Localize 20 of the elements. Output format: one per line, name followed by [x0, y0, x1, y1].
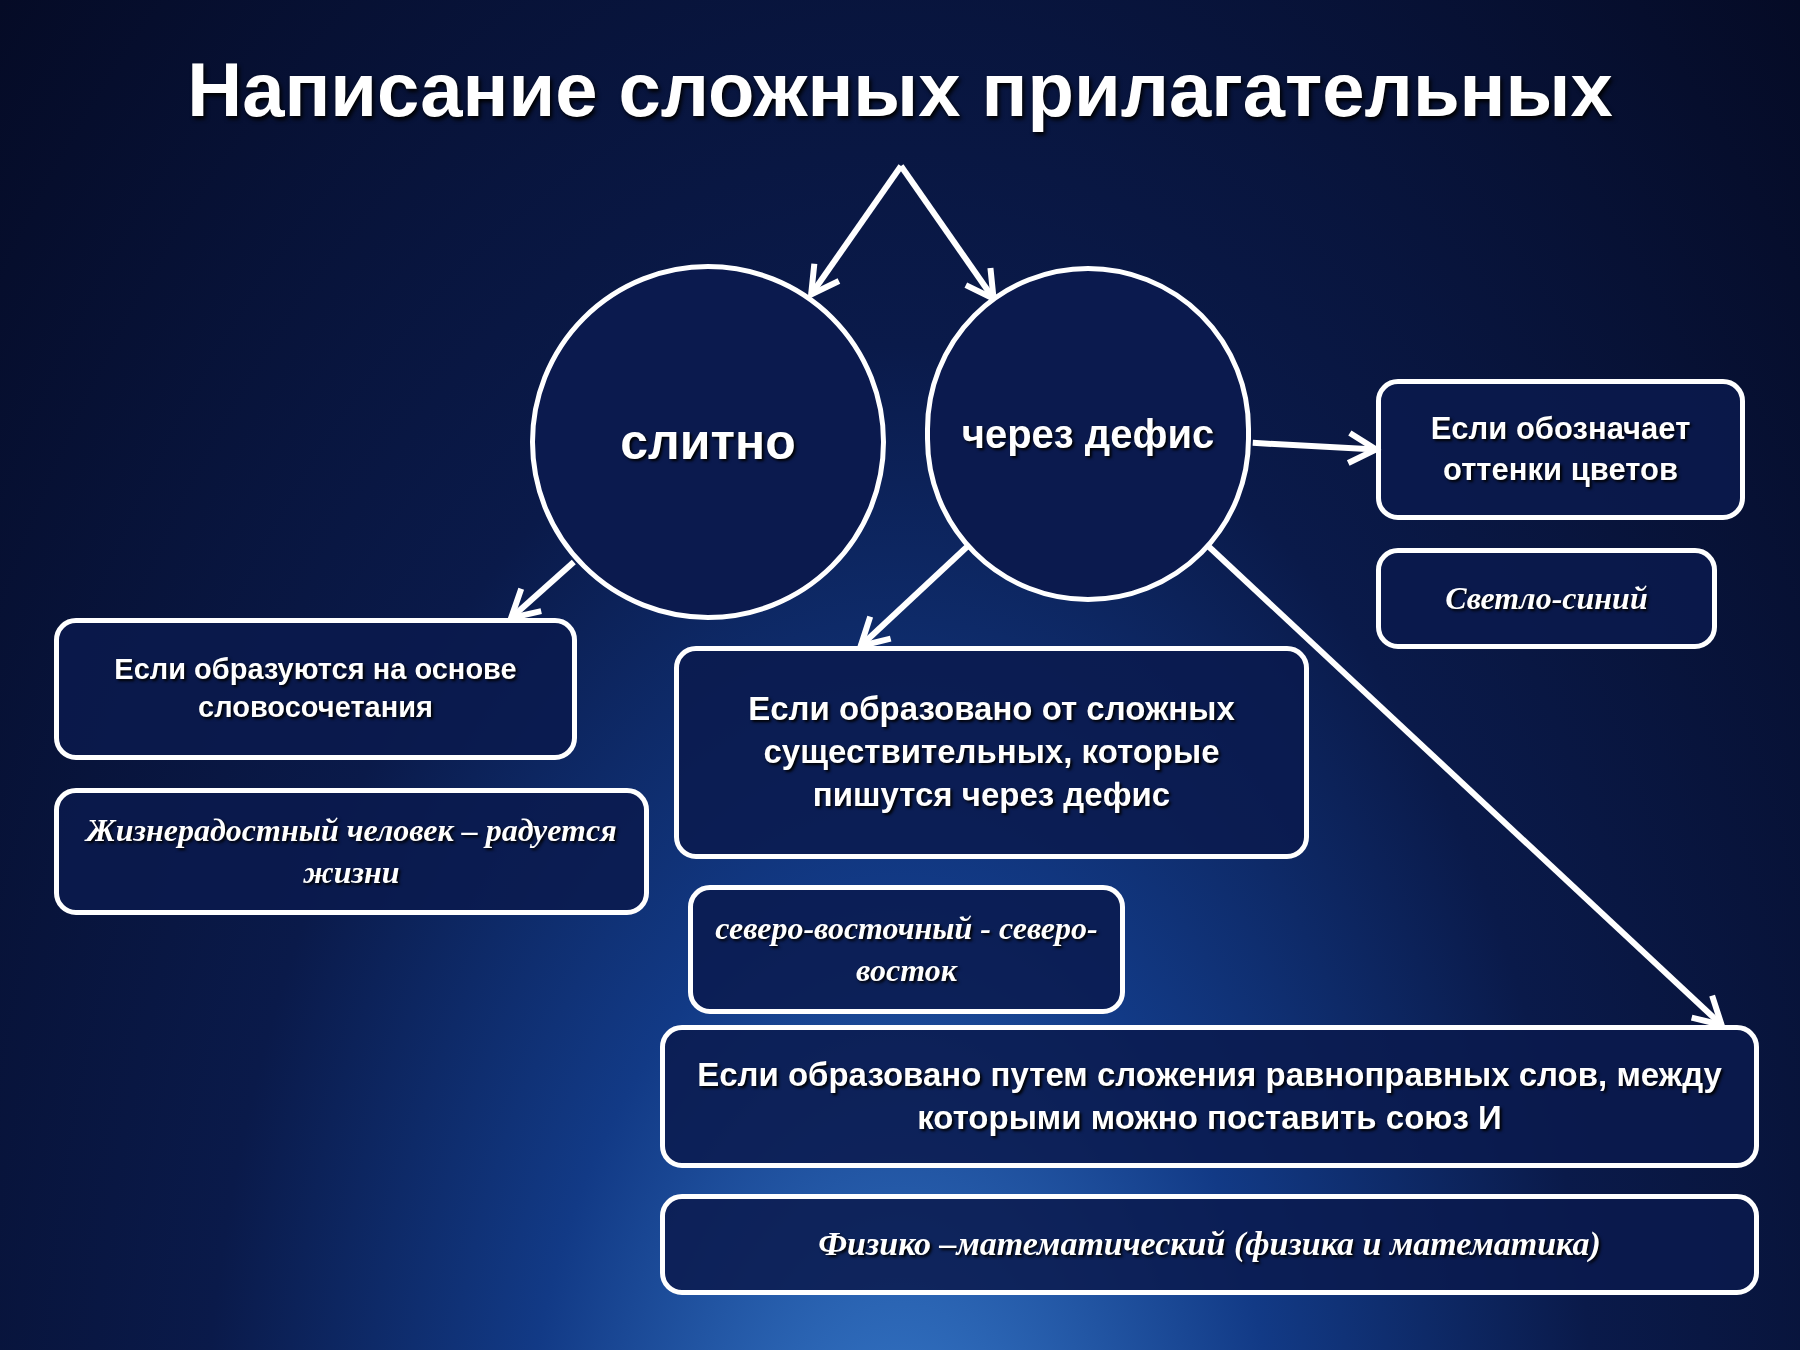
circle-label: через дефис	[961, 411, 1215, 458]
box-text: Жизнерадостный человек – радуется жизни	[83, 810, 618, 892]
box-text: Если обозначает оттенки цветов	[1429, 410, 1692, 489]
box-text: Если образуются на основе словосочетания	[113, 652, 518, 725]
arrow	[1206, 544, 1725, 1028]
arrow	[1252, 430, 1379, 467]
arrow	[898, 164, 997, 302]
example-box	[54, 788, 649, 915]
example-box	[660, 1194, 1759, 1295]
box-text: Если образовано путем сложения равноправных слов, между которыми можно поставить союз И	[696, 1054, 1723, 1138]
box-text: Физико –математический (физика и математика)	[818, 1224, 1601, 1265]
arrow	[857, 544, 970, 649]
box-text: Если образовано от сложных существительных, которые пишутся через дефис	[747, 689, 1236, 815]
box-text: Светло-синий	[1445, 578, 1648, 618]
example-box	[1376, 548, 1717, 649]
box-text: северо-восточный - северо-восток	[714, 908, 1099, 990]
example-box	[688, 885, 1125, 1014]
arrow	[808, 164, 904, 298]
circle-label: слитно	[620, 412, 796, 472]
arrow	[508, 559, 576, 621]
